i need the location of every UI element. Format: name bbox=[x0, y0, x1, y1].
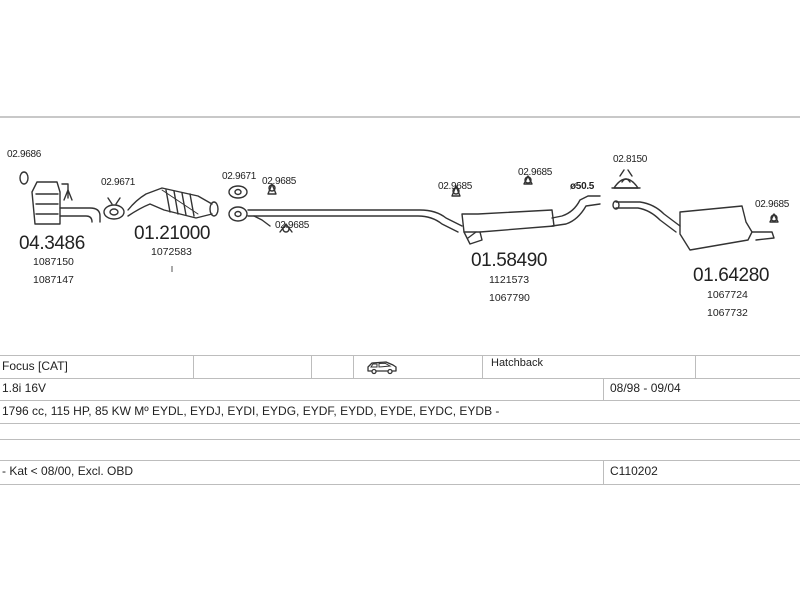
part-number-main: 01.58490 bbox=[471, 250, 548, 271]
oe-number: 1067732 bbox=[707, 307, 748, 319]
table-rule bbox=[0, 460, 800, 461]
table-rule bbox=[0, 378, 800, 379]
part-number-label: 02.9686 bbox=[7, 149, 42, 160]
exhaust-clamp-icon bbox=[611, 169, 641, 189]
flange-gasket-icon bbox=[103, 197, 125, 220]
table-rule bbox=[0, 484, 800, 485]
catalytic-converter-icon bbox=[31, 181, 101, 225]
column-divider bbox=[482, 355, 483, 378]
vehicle-model: Focus [CAT] bbox=[2, 359, 68, 373]
diagram-frame-top bbox=[0, 116, 800, 118]
oe-number: 1067724 bbox=[707, 289, 748, 301]
part-number-main: 01.64280 bbox=[693, 265, 770, 286]
column-divider bbox=[603, 460, 604, 484]
vehicle-engine: 1.8i 16V bbox=[2, 381, 47, 395]
part-number-label: 02.8150 bbox=[613, 154, 648, 165]
column-divider bbox=[695, 355, 696, 378]
vehicle-specs: 1796 cc, 115 HP, 85 KW Mº EYDL, EYDJ, EY… bbox=[2, 404, 500, 418]
column-divider bbox=[193, 355, 194, 378]
table-rule bbox=[0, 355, 800, 356]
oe-number: 1072583 bbox=[151, 246, 192, 258]
part-number-label: 02.9685 bbox=[262, 176, 297, 187]
part-number-label: 02.9685 bbox=[275, 220, 310, 231]
part-number-main: 01.21000 bbox=[134, 223, 211, 244]
gasket-ring-icon bbox=[19, 171, 29, 185]
center-muffler-icon bbox=[451, 175, 601, 245]
rear-muffler-icon bbox=[612, 200, 779, 251]
part-number-label: 02.9685 bbox=[755, 199, 790, 210]
oe-number: 1087150 bbox=[33, 256, 74, 268]
pipe-diameter-label: ø50.5 bbox=[570, 181, 595, 192]
part-number-label: 02.9685 bbox=[438, 181, 473, 192]
part-number-label: 02.9685 bbox=[518, 167, 553, 178]
part-number-label: 02.9671 bbox=[101, 177, 136, 188]
catalogue-code: C110202 bbox=[610, 464, 658, 478]
vehicle-note: - Kat < 08/00, Excl. OBD bbox=[2, 464, 134, 478]
oe-number: 1067790 bbox=[489, 292, 530, 304]
hatchback-car-icon bbox=[367, 361, 397, 375]
oe-number: 1121573 bbox=[489, 274, 530, 286]
table-rule bbox=[0, 423, 800, 424]
column-divider bbox=[353, 355, 354, 378]
oe-number: 1087147 bbox=[33, 274, 74, 286]
column-divider bbox=[603, 378, 604, 400]
gasket-clamp-icon bbox=[228, 183, 293, 233]
part-number-label: 02.9671 bbox=[222, 171, 257, 182]
intermediate-pipe-icon bbox=[247, 209, 463, 233]
column-divider bbox=[311, 355, 312, 378]
vehicle-body-type: Hatchback bbox=[491, 357, 543, 369]
vehicle-years: 08/98 - 09/04 bbox=[610, 381, 681, 395]
table-rule bbox=[0, 400, 800, 401]
table-rule bbox=[0, 439, 800, 440]
front-pipe-icon bbox=[127, 187, 219, 219]
part-number-main: 04.3486 bbox=[19, 233, 85, 254]
